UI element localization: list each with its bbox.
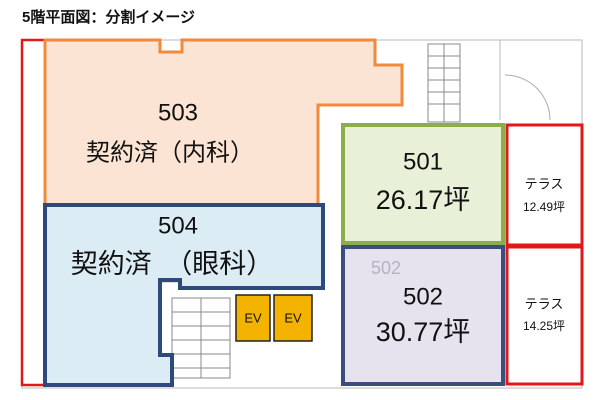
door-arc [504, 74, 551, 121]
left-corridor [20, 38, 47, 387]
unit-501-number: 501 [403, 149, 443, 176]
unit-502-area: 30.77坪 [376, 317, 471, 347]
unit-502-area [341, 245, 505, 386]
elevator-1-label: EV [244, 311, 262, 326]
terrace-2-label: テラス [525, 297, 564, 312]
unit-503-status: 契約済（内科） [86, 140, 254, 167]
unit-504-status: 契約済 （眼科） [71, 249, 274, 279]
unit-503-number: 503 [158, 100, 198, 127]
terrace-1-label: テラス [525, 177, 564, 192]
terrace-2-area-value: 14.25坪 [523, 319, 565, 333]
elevator-1 [235, 294, 271, 342]
unit-501-area [341, 123, 505, 245]
stairs-lower [171, 297, 231, 379]
elevator-2 [273, 294, 313, 342]
unit-504-number: 504 [158, 213, 198, 240]
terrace-2-area [505, 245, 584, 386]
elevator-2-label: EV [284, 311, 302, 326]
unit-501-area: 26.17坪 [376, 185, 471, 215]
stairs-upper [427, 43, 461, 123]
terrace-1-area [505, 123, 584, 247]
unit-502-number: 502 [403, 284, 443, 311]
terrace-1-area-value: 12.49坪 [523, 200, 565, 214]
unit-502-watermark-number: 502 [371, 258, 401, 278]
unit-504-area [43, 203, 325, 387]
plan-caption: 5階平面図：分割イメージ [22, 9, 196, 26]
